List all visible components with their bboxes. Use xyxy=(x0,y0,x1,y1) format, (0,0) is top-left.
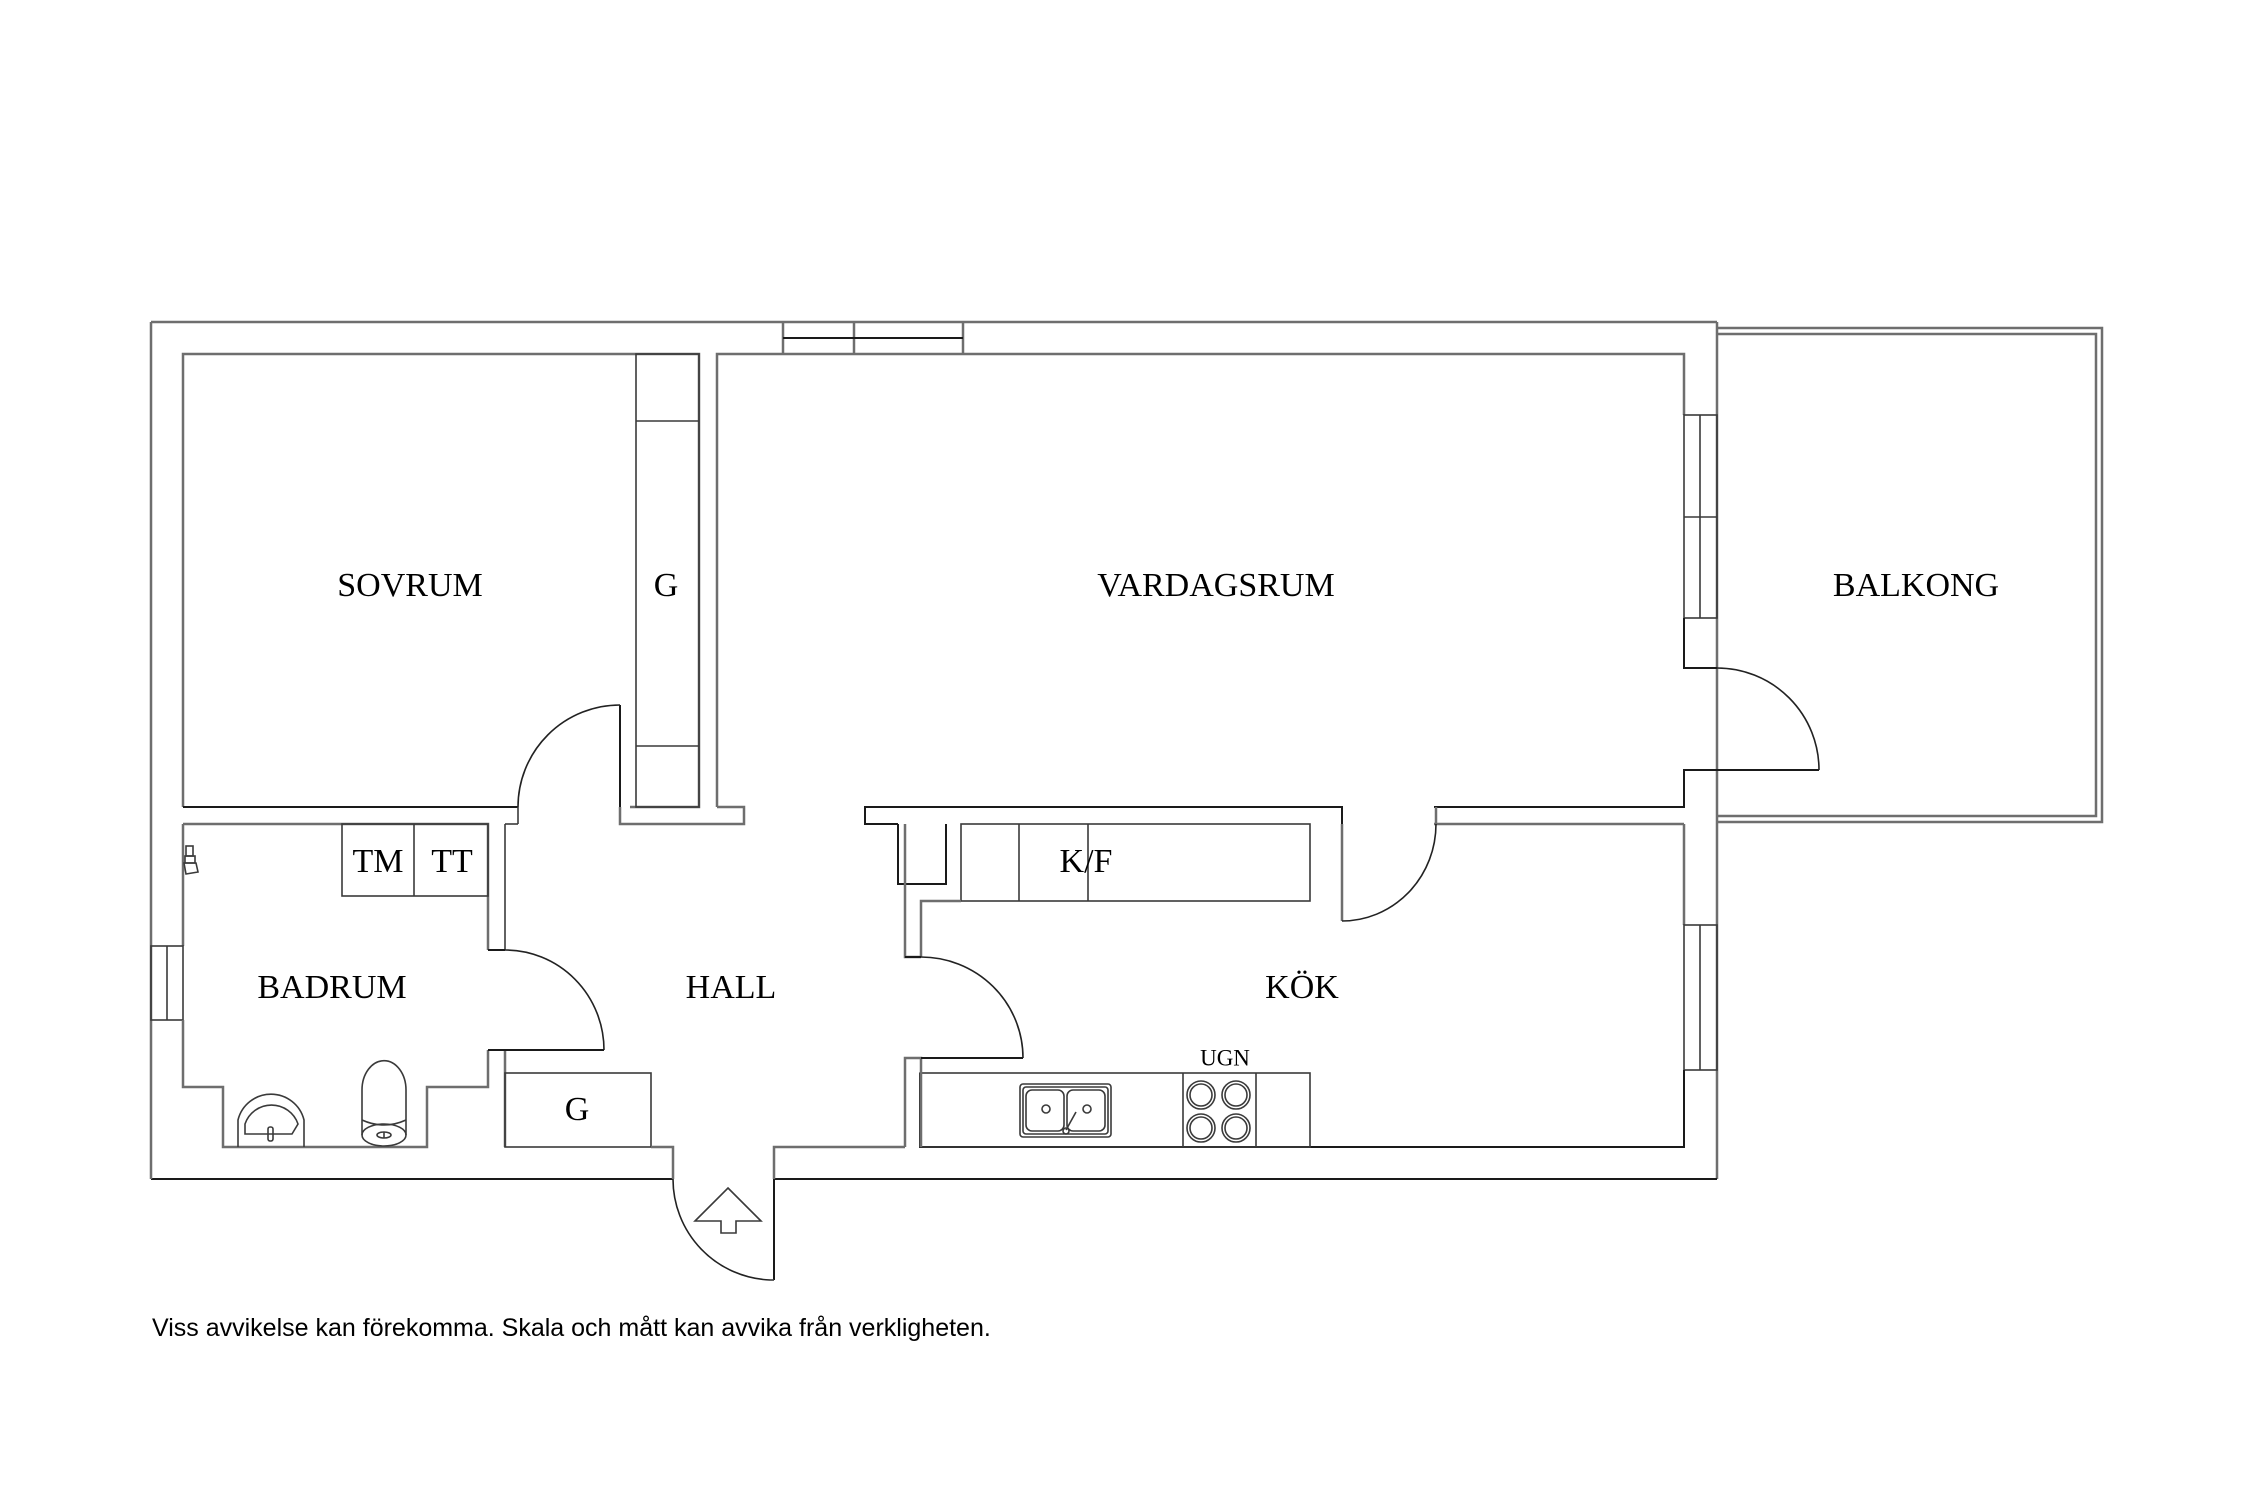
toilet-icon xyxy=(361,1059,407,1147)
stove-icon xyxy=(1186,1080,1251,1143)
window-top xyxy=(781,322,965,354)
label-badrum: BADRUM xyxy=(257,969,406,1006)
shower-faucet-icon xyxy=(183,845,199,875)
entrance-arrow-icon xyxy=(693,1186,763,1234)
door-kok xyxy=(1340,807,1438,922)
label-balkong: BALKONG xyxy=(1833,567,1999,604)
entrance-door xyxy=(672,1178,775,1281)
label-washing-machine: TM xyxy=(353,843,404,880)
label-vardagsrum: VARDAGSRUM xyxy=(1097,567,1334,604)
outer-walls xyxy=(149,320,1719,1180)
room-balkong xyxy=(1717,326,2104,824)
label-sovrum: SOVRUM xyxy=(337,567,482,604)
door-sovrum xyxy=(504,704,621,950)
label-dryer: TT xyxy=(431,843,473,880)
hall-wardrobe xyxy=(504,1072,905,1179)
label-fridge-freezer: K/F xyxy=(1060,843,1113,880)
washbasin-icon xyxy=(237,1093,305,1147)
room-kok xyxy=(897,823,1718,1148)
room-sovrum xyxy=(181,352,746,826)
door-badrum xyxy=(488,949,605,1051)
label-sovrum-wardrobe: G xyxy=(654,567,679,604)
disclaimer-text: Viss avvikelse kan förekomma. Skala och … xyxy=(152,1314,991,1342)
label-oven: UGN xyxy=(1200,1045,1250,1070)
label-hall-wardrobe: G xyxy=(565,1091,590,1128)
door-hall-kok xyxy=(905,956,1024,1059)
label-hall: HALL xyxy=(686,969,777,1006)
sink-icon xyxy=(1019,1083,1112,1138)
room-vardagsrum xyxy=(715,352,1820,826)
label-kok: KÖK xyxy=(1265,969,1339,1006)
